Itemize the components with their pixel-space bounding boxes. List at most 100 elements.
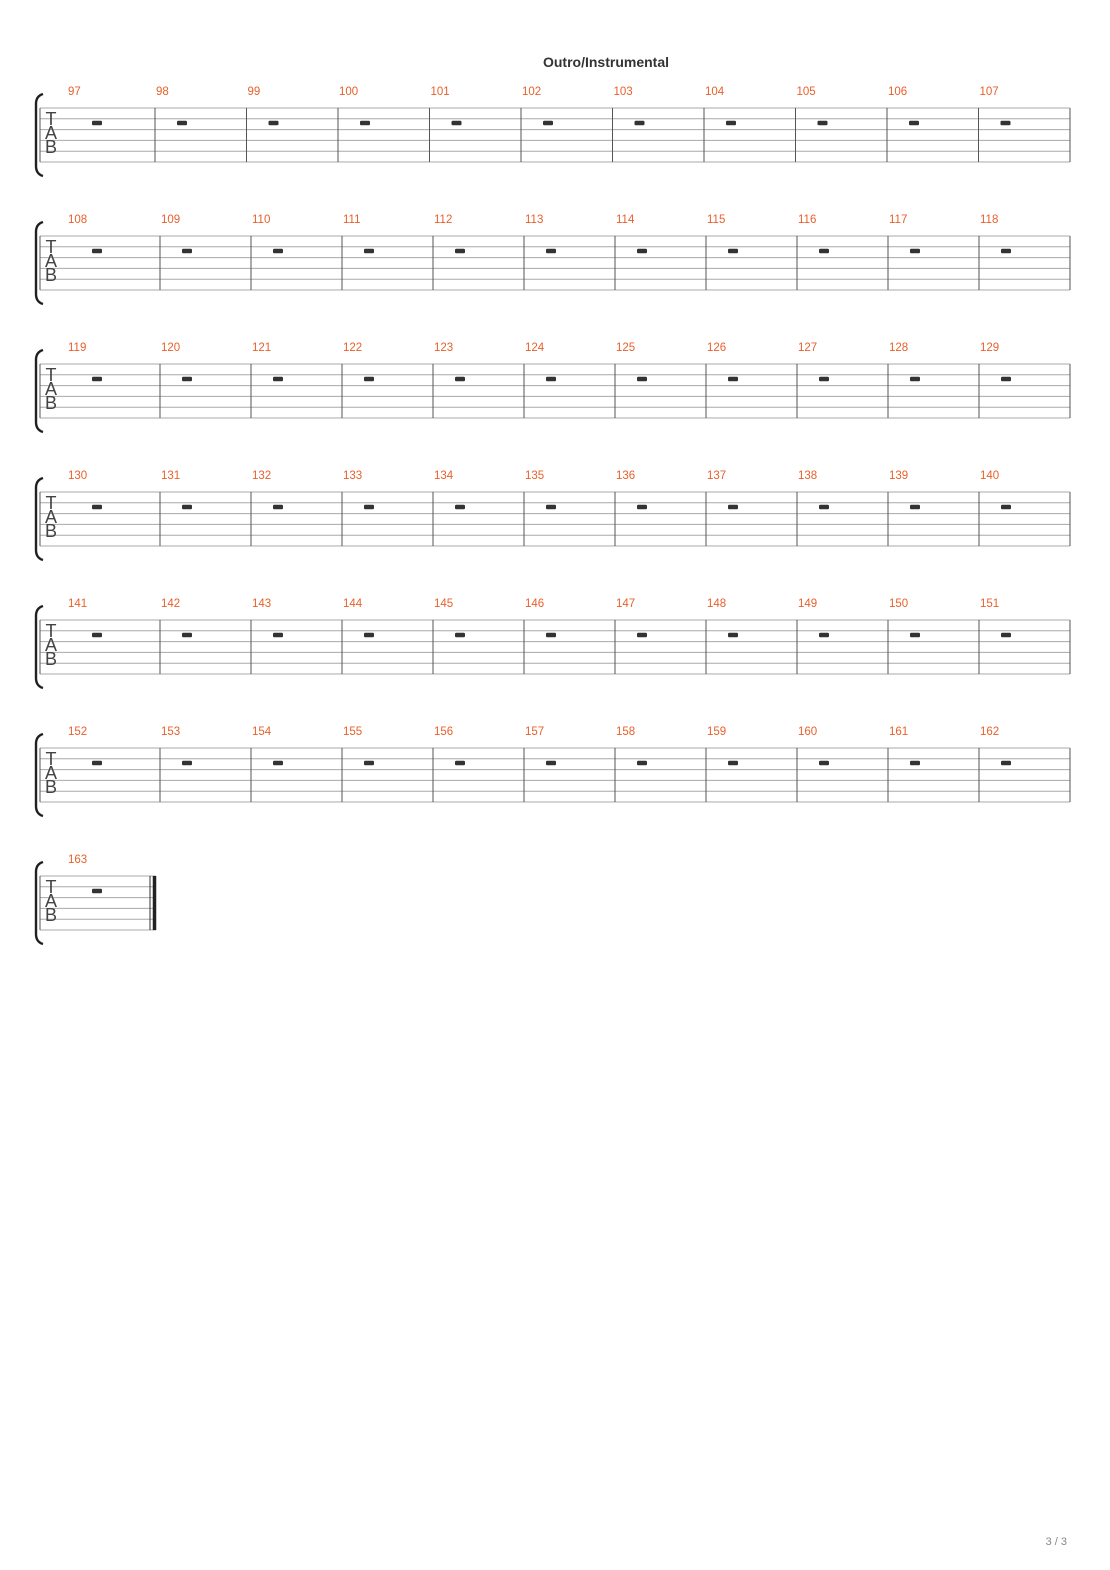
measure-number: 123 [434,342,453,354]
measure-number: 139 [889,470,908,482]
measure-number: 101 [431,86,450,98]
rest-mark [637,376,647,382]
measure-number: 144 [343,598,363,610]
rest-mark [273,504,283,510]
measure-number: 148 [707,598,726,610]
rest-mark [273,248,283,254]
rest-mark [1001,376,1011,382]
measure-number: 145 [434,598,453,610]
measure-number: 143 [252,598,271,610]
measure-number: 159 [707,726,726,738]
tab-clef-b: B [45,521,57,541]
measure-number: 125 [616,342,635,354]
measure-number: 102 [522,86,541,98]
tab-clef-t: T [46,877,57,897]
rest-mark [455,632,465,638]
rest-mark [819,760,829,766]
rest-mark [910,504,920,510]
measure-number: 156 [434,726,453,738]
rest-mark [546,632,556,638]
rest-mark [455,248,465,254]
measure-number: 158 [616,726,635,738]
measure-number: 140 [980,470,999,482]
rest-mark [634,120,645,126]
tab-clef-t: T [46,109,57,129]
rest-mark [273,632,283,638]
measure-number: 108 [68,214,87,226]
measure-number: 163 [68,854,87,866]
system-bracket [34,220,44,306]
measure-number: 136 [616,470,635,482]
tab-clef-b: B [45,265,57,285]
measure-number: 116 [798,214,816,226]
measure-number: 110 [252,214,270,226]
measure-number: 154 [252,726,272,738]
rest-mark [182,376,192,382]
rest-mark [728,760,738,766]
measure-number: 120 [161,342,180,354]
tab-clef-t: T [46,621,57,641]
measure-number: 98 [156,86,169,98]
rest-mark [455,504,465,510]
tab-clef-a: A [45,507,57,527]
measure-number: 161 [889,726,908,738]
rest-mark [92,376,102,382]
rest-mark [910,248,920,254]
rest-mark [546,248,556,254]
rest-mark [1000,120,1011,126]
rest-mark [543,120,553,126]
system-bracket [34,348,44,434]
measure-number: 152 [68,726,87,738]
measure-number: 132 [252,470,271,482]
tab-clef-a: A [45,123,57,143]
rest-mark [546,376,556,382]
rest-mark [92,248,102,254]
rest-mark [1001,632,1011,638]
measure-number: 122 [343,342,362,354]
measure-number: 97 [68,86,81,98]
rest-mark [1001,760,1011,766]
rest-mark [273,376,283,382]
measure-number: 137 [707,470,726,482]
rest-mark [546,760,556,766]
tab-clef-b: B [45,137,57,157]
tab-clef-b: B [45,777,57,797]
measure-number: 124 [525,342,545,354]
tab-clef-a: A [45,891,57,911]
system-bracket [34,604,44,690]
tab-clef-t: T [46,237,57,257]
rest-mark [455,376,465,382]
rest-mark [726,120,736,126]
measure-number: 151 [980,598,999,610]
rest-mark [637,248,647,254]
measure-number: 146 [525,598,544,610]
rest-mark [819,376,829,382]
rest-mark [728,248,738,254]
rest-mark [728,632,738,638]
tab-clef-t: T [46,493,57,513]
rest-mark [819,632,829,638]
measure-number: 128 [889,342,908,354]
measure-number: 153 [161,726,180,738]
measure-number: 113 [525,214,543,226]
tab-clef-a: A [45,635,57,655]
measure-number: 138 [798,470,817,482]
rest-mark [364,504,374,510]
measure-number: 157 [525,726,544,738]
rest-mark [360,120,370,126]
rest-mark [268,120,279,126]
rest-mark [819,248,829,254]
rest-mark [910,760,920,766]
rest-mark [182,504,192,510]
system-bracket [34,92,44,178]
rest-mark [364,632,374,638]
tab-clef-a: A [45,763,57,783]
tab-clef-a: A [45,379,57,399]
measure-number: 135 [525,470,544,482]
measure-number: 114 [616,214,635,226]
rest-mark [364,248,374,254]
rest-mark [92,120,102,126]
measure-number: 150 [889,598,908,610]
rest-mark [451,120,462,126]
